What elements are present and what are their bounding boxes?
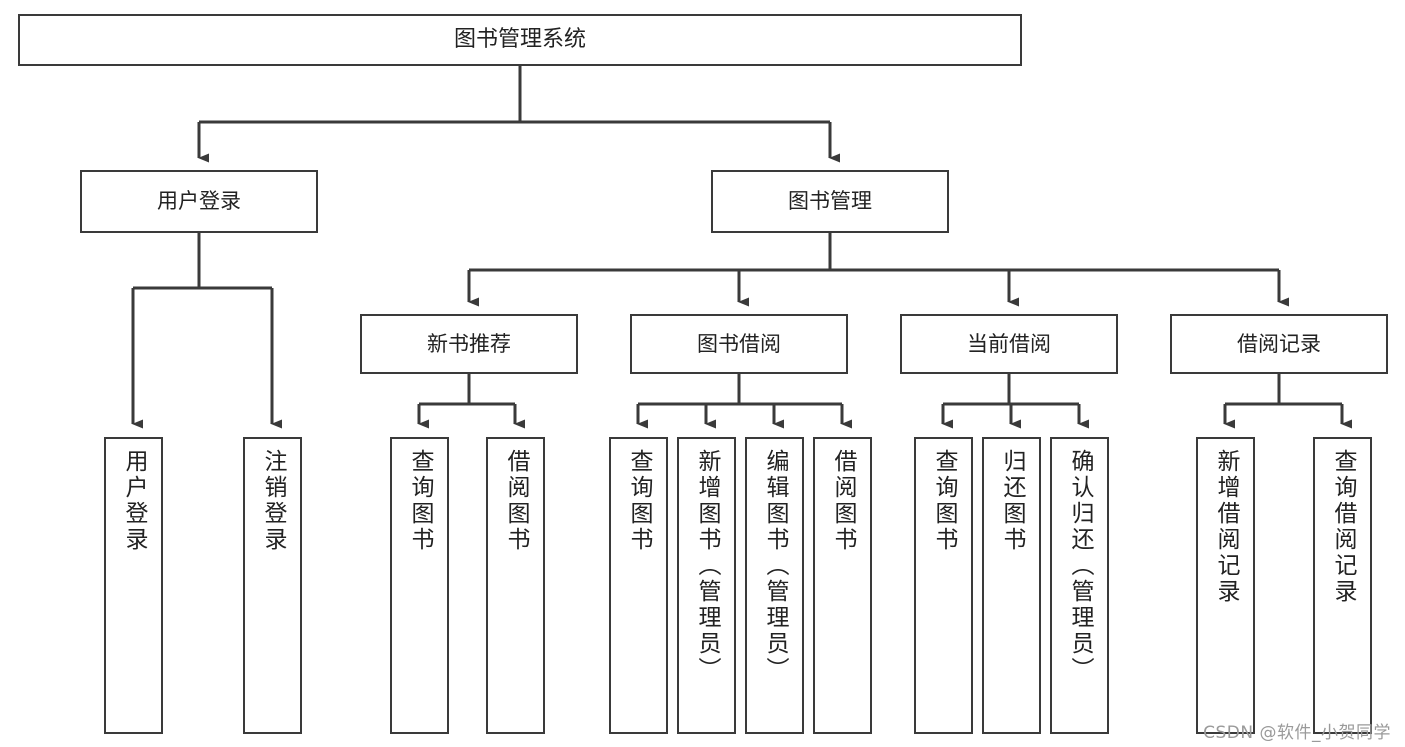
- edge-borrowrecord-to-leaves: [1223, 374, 1352, 429]
- node-book-manage[interactable]: 图书管理: [711, 170, 949, 233]
- node-label: 查询图书: [931, 449, 957, 553]
- node-leaf-return-book[interactable]: 归还图书: [982, 437, 1041, 734]
- node-leaf-add-borrow-record[interactable]: 新增借阅记录: [1196, 437, 1255, 734]
- node-label: 查询图书: [626, 449, 652, 553]
- node-leaf-confirm-return[interactable]: 确认归还（管理员）: [1050, 437, 1109, 734]
- node-label: 借阅图书: [830, 449, 856, 553]
- node-label: 查询图书: [407, 449, 433, 553]
- node-label: 新增借阅记录: [1213, 449, 1239, 605]
- node-book-borrow[interactable]: 图书借阅: [630, 314, 848, 374]
- edge-currentborrow-to-leaves: [941, 374, 1089, 429]
- node-label: 借阅记录: [1237, 331, 1321, 356]
- node-label: 归还图书: [999, 449, 1025, 553]
- node-leaf-add-book[interactable]: 新增图书（管理员）: [677, 437, 736, 734]
- node-label: 新增图书（管理员）: [694, 449, 720, 683]
- edge-newbook-to-leaves: [417, 374, 525, 429]
- node-label: 用户登录: [157, 189, 241, 214]
- node-leaf-query-book-3[interactable]: 查询图书: [914, 437, 973, 734]
- node-leaf-logout-login[interactable]: 注销登录: [243, 437, 302, 734]
- csdn-watermark: CSDN @软件_小贺同学: [1203, 723, 1391, 743]
- node-label: 图书借阅: [697, 331, 781, 356]
- edge-bookmanage-to-level3: [467, 233, 1289, 307]
- node-leaf-query-book-2[interactable]: 查询图书: [609, 437, 668, 734]
- node-label: 确认归还（管理员）: [1067, 449, 1093, 683]
- edge-userlogin-to-leaves: [131, 233, 282, 429]
- node-leaf-query-borrow-record[interactable]: 查询借阅记录: [1313, 437, 1372, 734]
- node-root-system[interactable]: 图书管理系统: [18, 14, 1022, 66]
- node-label: 注销登录: [260, 449, 286, 553]
- node-label: 当前借阅: [967, 331, 1051, 356]
- node-label: 查询借阅记录: [1330, 449, 1356, 605]
- node-leaf-query-book-1[interactable]: 查询图书: [390, 437, 449, 734]
- node-current-borrow[interactable]: 当前借阅: [900, 314, 1118, 374]
- node-label: 用户登录: [121, 449, 147, 553]
- node-leaf-edit-book[interactable]: 编辑图书（管理员）: [745, 437, 804, 734]
- node-new-book-recommend[interactable]: 新书推荐: [360, 314, 578, 374]
- node-leaf-borrow-book-1[interactable]: 借阅图书: [486, 437, 545, 734]
- node-leaf-borrow-book-2[interactable]: 借阅图书: [813, 437, 872, 734]
- node-leaf-user-login[interactable]: 用户登录: [104, 437, 163, 734]
- edge-root-to-level2: [197, 66, 840, 163]
- node-borrow-record[interactable]: 借阅记录: [1170, 314, 1388, 374]
- node-user-login[interactable]: 用户登录: [80, 170, 318, 233]
- node-label: 借阅图书: [503, 449, 529, 553]
- edge-bookborrow-to-leaves: [636, 374, 852, 429]
- node-label: 新书推荐: [427, 331, 511, 356]
- node-label: 图书管理: [788, 189, 872, 214]
- node-label: 图书管理系统: [453, 27, 586, 53]
- node-label: 编辑图书（管理员）: [762, 449, 788, 683]
